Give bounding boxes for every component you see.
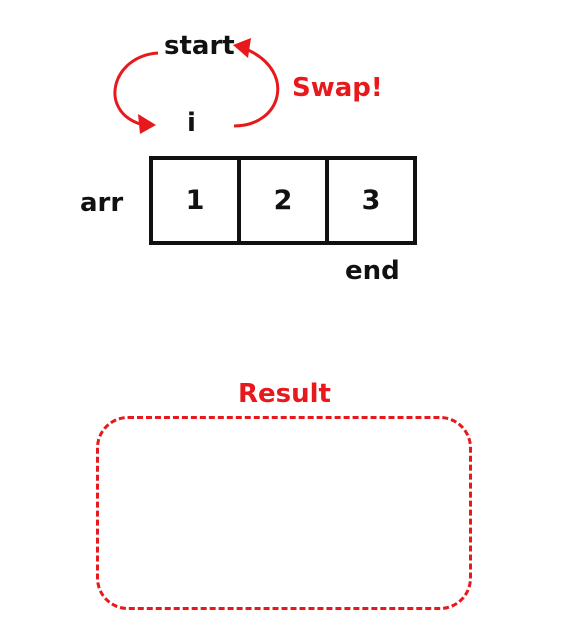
array-cell: 1 — [185, 185, 205, 216]
right-arrowhead — [233, 38, 251, 58]
array-box: 1 2 3 — [149, 156, 417, 245]
end-pointer-label: end — [345, 256, 400, 286]
i-pointer-label: i — [187, 108, 196, 138]
left-swap-arrow — [113, 51, 159, 126]
array-cell: 2 — [237, 160, 325, 241]
right-swap-arrow — [233, 48, 280, 128]
result-box — [96, 416, 472, 610]
array-name-label: arr — [80, 188, 124, 218]
swap-annotation: Swap! — [292, 73, 383, 103]
left-arrowhead — [138, 114, 156, 134]
start-pointer-label: start — [164, 31, 235, 61]
result-title: Result — [238, 379, 331, 409]
array-cell: 3 — [325, 160, 413, 241]
